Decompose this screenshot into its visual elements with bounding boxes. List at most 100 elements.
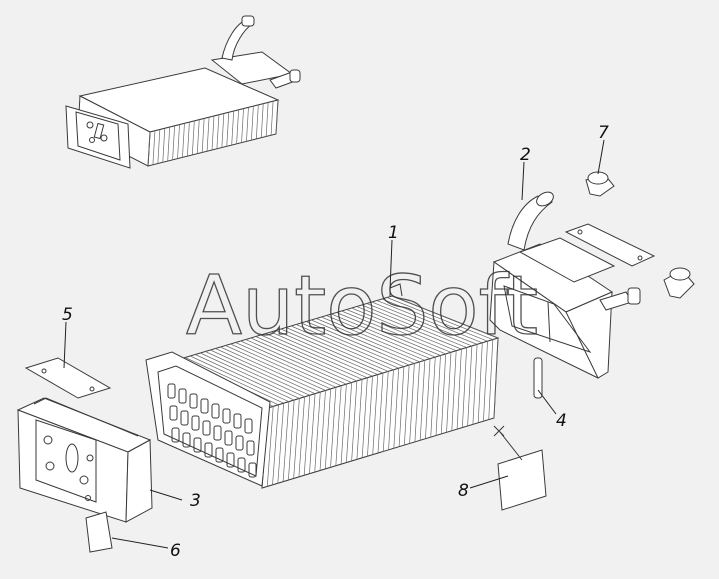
core-fin [467,345,473,426]
core-fin [435,355,441,436]
thumbnail-fin [260,103,264,138]
part-6-seal [85,511,113,553]
tube-slot [235,435,244,451]
core-fin-top [200,352,300,399]
core-fin [388,369,394,450]
thumbnail-fin [177,124,180,159]
core-fin [446,352,452,433]
callout-4: 4 [556,411,567,431]
tube-slot [180,410,189,426]
core-fin-top [391,295,499,339]
core-fin-top [316,318,420,363]
thumbnail-fin [152,130,156,165]
core-fin [488,339,494,420]
core-fin-top [331,313,436,358]
core-fin-top [290,325,394,371]
callout-7: 7 [598,123,609,143]
tube-slot [224,430,233,446]
core-fin [414,361,420,442]
tube-slot [200,398,209,414]
core-fin [451,350,457,431]
core-fin [314,392,321,473]
core-fin [493,337,499,419]
core-fin [319,390,326,471]
core-fin [340,384,347,465]
core-fin [324,388,332,469]
core-fin-top [311,319,415,364]
thumbnail-fin [275,99,279,135]
thumbnail-fin [236,109,239,144]
core-fin [477,342,483,423]
tube-slot [189,393,198,409]
core-fin-top [205,351,305,398]
tube-slot [204,442,213,458]
core-fin-top [285,327,389,372]
thumbnail-fin [216,114,220,149]
core-fin-top [265,333,368,379]
thumbnail-fin [191,120,195,155]
part-4-pin [533,357,543,399]
thumbnail-fin [201,118,205,153]
part-8-label [493,425,547,511]
thumbnail-fin [211,115,215,151]
callout-3: 3 [190,491,201,511]
core-fin [377,372,384,454]
callout-5: 5 [62,305,73,325]
core-fin [419,360,426,441]
thumbnail-fin [221,113,225,148]
core-fin [356,379,363,460]
thumbnail-fin [172,125,175,160]
right-gasket-plate [564,223,656,267]
core-fin-top [326,315,431,360]
core-fin [272,404,279,485]
core-fin-top [341,310,446,355]
core-fin [440,353,447,434]
part-1-heater-core [145,283,500,489]
core-fin [346,382,352,463]
core-fin [456,349,462,430]
tube-slot [171,427,180,443]
core-fin-top [351,307,457,352]
tube-slot [169,405,178,421]
tube-slot [213,425,222,441]
thumbnail-fin [265,102,269,137]
core-fin [462,347,467,428]
core-fin-top [356,306,462,350]
part-2-pipe [507,191,554,251]
tube-slot [182,432,191,448]
core-fin [393,368,400,449]
core-fin-top [371,301,478,345]
tube-slot [191,415,200,431]
thumbnail-fin [251,106,254,141]
tube-slot [233,413,242,429]
core-fin-top [321,316,425,361]
core-fin-top [225,345,326,391]
thumbnail-fin [226,112,230,147]
callout-1: 1 [388,223,399,243]
thumbnail-fin [270,101,274,136]
core-fin-top [255,336,358,382]
core-fin-top [260,334,363,380]
tube-slot [248,462,257,478]
tube-slot [202,420,211,436]
thumbnail-fin [162,128,166,163]
core-fin [335,385,342,466]
callout-8: 8 [458,481,469,501]
thumbnail-fin [255,104,259,139]
tube-slot [246,440,255,456]
core-fin [483,341,488,422]
core-fin [351,380,358,461]
core-fin-top [210,349,310,396]
tube-slot [178,388,187,404]
core-fin-top [376,300,483,344]
core-fin-top [381,298,488,342]
core-fin-top [235,342,337,388]
core-fin-top [240,340,342,387]
tube-slot [244,418,253,434]
core-fin-top [366,303,472,347]
tube-slot [237,457,246,473]
thumbnail-fin [187,122,190,157]
core-fin-top [346,309,452,353]
